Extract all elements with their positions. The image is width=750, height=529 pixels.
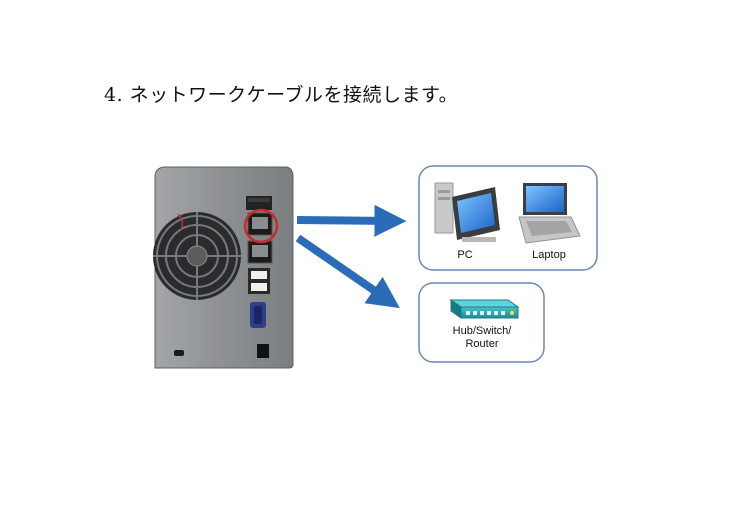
laptop-icon <box>518 183 581 244</box>
router-label: Router <box>465 338 498 350</box>
hub-switch-router-icon <box>449 299 520 319</box>
security-slot <box>174 350 184 356</box>
arrow-to-network-device <box>295 234 400 309</box>
laptop-label: Laptop <box>532 249 566 261</box>
computers-box: PC Laptop <box>418 165 598 271</box>
pc-label: PC <box>457 249 472 261</box>
step-heading: 4. ネットワークケーブルを接続します。 <box>104 84 459 106</box>
nas-rear-panel <box>153 166 294 369</box>
hub-switch-label: Hub/Switch/ <box>453 325 513 337</box>
network-device-box: Hub/Switch/ Router <box>418 282 545 363</box>
arrow-to-computers <box>296 204 407 237</box>
connection-arrows <box>295 204 407 309</box>
power-jack <box>257 344 269 358</box>
lan-port-highlight <box>243 208 279 244</box>
desktop-pc-icon <box>434 182 500 242</box>
cooling-fan <box>153 212 241 300</box>
